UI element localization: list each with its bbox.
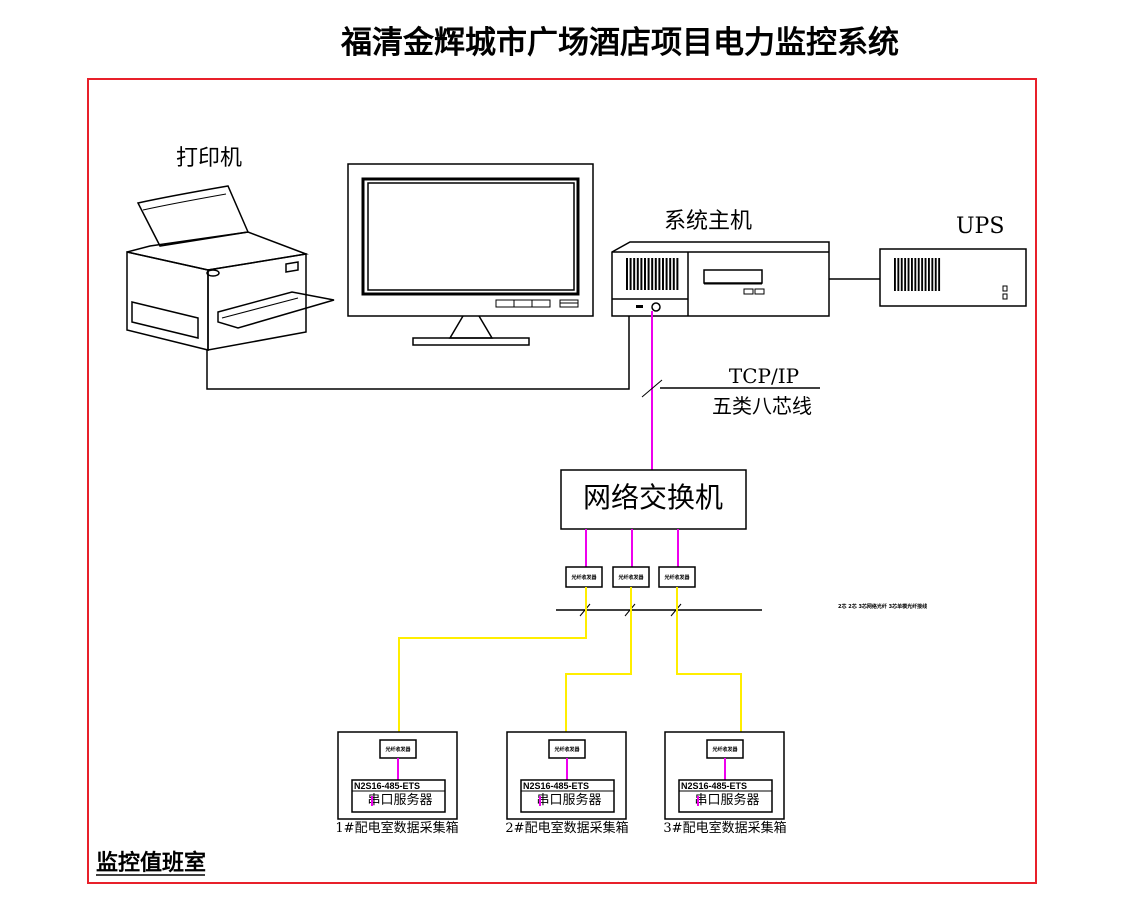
vent-bar <box>904 258 907 291</box>
vent-bar <box>676 258 679 290</box>
monitor-icon <box>347 163 594 346</box>
fiber-line-1 <box>398 587 587 732</box>
fiber-note: 2芯 2芯 3芯网络光纤 3芯单模光纤接线 <box>838 603 927 610</box>
cabinet-label: 2#配电室数据采集箱 <box>505 820 628 836</box>
cabinet-converter-label: 光纤收发器 <box>711 746 738 753</box>
ups-label: UPS <box>956 214 1004 239</box>
host-label: 系统主机 <box>664 209 752 234</box>
cabinet-3: 光纤收发器 N2S16-485-ETS 串口服务器 3#配电室数据采集箱 <box>663 731 787 836</box>
monitoring-room-frame <box>87 78 1037 884</box>
vent-bar <box>672 258 675 290</box>
vent-bar <box>928 258 930 291</box>
vent-bar <box>644 258 646 290</box>
vent-bar <box>934 258 937 291</box>
vent-bar <box>907 258 910 291</box>
fiber-converter-3: 光纤收发器 <box>658 566 696 588</box>
cabinet-model: N2S16-485-ETS <box>523 781 589 791</box>
fiber-converter-label: 光纤收发器 <box>617 574 644 581</box>
system-host-icon <box>611 241 830 317</box>
vent-bar <box>911 258 913 291</box>
vent-bar <box>897 258 900 291</box>
ups-icon <box>879 248 1027 307</box>
cabinet-model: N2S16-485-ETS <box>354 781 420 791</box>
cabinet-device: 串口服务器 <box>536 792 601 808</box>
cabinet-converter-label: 光纤收发器 <box>553 746 580 753</box>
vent-bar <box>900 258 903 291</box>
network-switch-label: 网络交换机 <box>583 481 723 514</box>
vent-bar <box>938 258 941 291</box>
vent-bar <box>665 258 668 290</box>
vent-bar <box>917 258 920 291</box>
cabinet-1: 光纤收发器 N2S16-485-ETS 串口服务器 1#配电室数据采集箱 <box>335 731 459 836</box>
cable-type-label: 五类八芯线 <box>712 394 812 418</box>
fiber-converter-1: 光纤收发器 <box>565 566 603 588</box>
cabinet-converter-label: 光纤收发器 <box>384 746 411 753</box>
vent-bar <box>669 258 672 290</box>
cabinet-2: 光纤收发器 N2S16-485-ETS 串口服务器 2#配电室数据采集箱 <box>505 731 629 836</box>
vent-bar <box>924 258 927 291</box>
vent-bar <box>658 258 661 290</box>
vent-bar <box>654 258 657 290</box>
vent-bar <box>931 258 934 291</box>
tcp-ip-label: TCP/IP <box>729 364 799 388</box>
printer-label: 打印机 <box>176 146 242 171</box>
vent-bar <box>921 258 924 291</box>
vent-bar <box>626 258 628 290</box>
fiber-line-2 <box>565 587 632 732</box>
fiber-converter-2: 光纤收发器 <box>612 566 650 588</box>
cable-tick <box>641 379 663 398</box>
vent-bar <box>640 258 643 290</box>
printer-icon <box>126 185 335 351</box>
cabinet-device: 串口服务器 <box>367 792 432 808</box>
page-title: 福清金辉城市广场酒店项目电力监控系统 <box>340 25 899 61</box>
fiber-converter-label: 光纤收发器 <box>663 574 690 581</box>
cabinet-device: 串口服务器 <box>694 792 759 808</box>
cabinet-label: 1#配电室数据采集箱 <box>335 820 458 836</box>
printer-host-cable <box>206 316 630 390</box>
room-label: 监控值班室 <box>96 850 206 876</box>
vent-bar <box>894 258 896 291</box>
fiber-line-3 <box>676 587 742 732</box>
vent-bar <box>662 258 664 290</box>
network-switch-box <box>560 469 747 530</box>
vent-bar <box>647 258 650 290</box>
fiber-converter-label: 光纤收发器 <box>570 574 597 581</box>
cabinet-model: N2S16-485-ETS <box>681 781 747 791</box>
cabinet-label: 3#配电室数据采集箱 <box>663 820 786 836</box>
vent-bar <box>633 258 636 290</box>
vent-bar <box>636 258 639 290</box>
vent-bar <box>629 258 632 290</box>
vent-bar <box>914 258 917 291</box>
vent-bar <box>651 258 654 290</box>
